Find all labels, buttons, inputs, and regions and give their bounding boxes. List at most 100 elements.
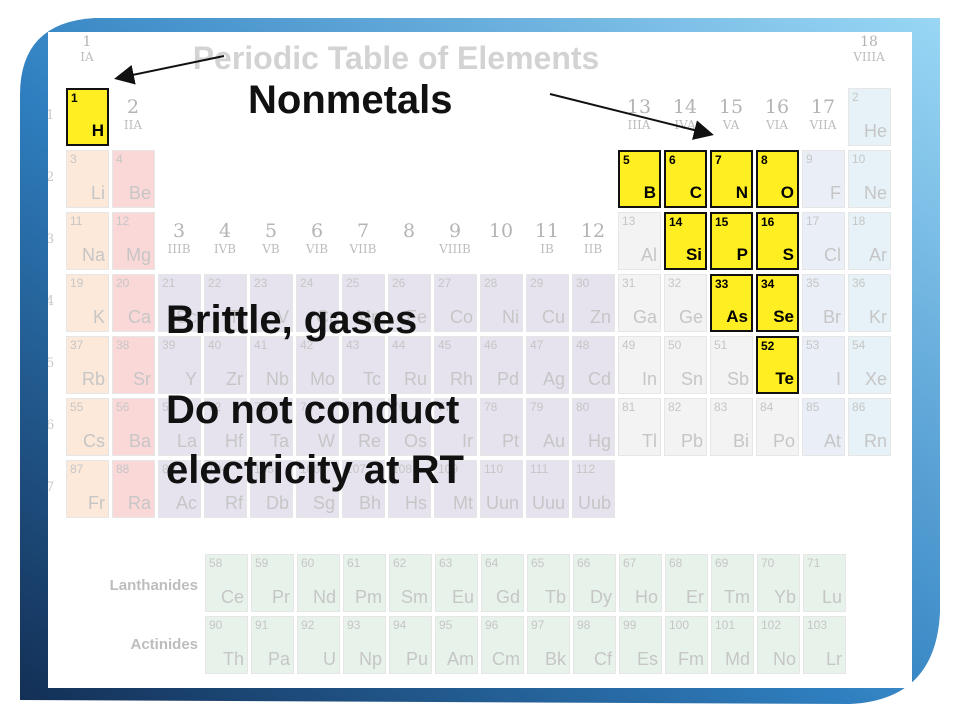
period-number-4: 4: [48, 294, 55, 309]
element-symbol: Es: [636, 649, 658, 669]
atomic-number: 71: [807, 556, 821, 570]
element-symbol: Np: [358, 649, 382, 669]
atomic-number: 91: [255, 618, 269, 632]
atomic-number: 48: [576, 338, 590, 352]
atomic-number: 35: [806, 276, 820, 290]
element-symbol: Ca: [127, 307, 151, 327]
atomic-number: 57: [162, 400, 176, 414]
element-symbol: Yb: [773, 587, 796, 607]
atomic-number: 46: [484, 338, 498, 352]
lanthanides-label: Lanthanides: [109, 577, 198, 594]
atomic-number: 81: [622, 400, 636, 414]
element-symbol: Er: [686, 587, 704, 607]
element-symbol: Sb: [726, 369, 749, 389]
element-symbol: At: [823, 431, 841, 451]
element-symbol: Cd: [587, 369, 611, 389]
element-symbol: Bi: [732, 431, 749, 451]
group-number: 16: [764, 96, 790, 118]
element-symbol: In: [641, 369, 657, 389]
group-number: 10: [488, 220, 514, 242]
element-symbol: Ge: [678, 307, 703, 327]
element-symbol: Y: [184, 369, 197, 389]
atomic-number: 49: [622, 338, 636, 352]
atomic-number: 33: [715, 277, 729, 291]
atomic-number: 94: [393, 618, 407, 632]
element-symbol: Ar: [869, 245, 887, 265]
atomic-number: 106: [300, 462, 321, 476]
atomic-number: 61: [347, 556, 361, 570]
atomic-number: 27: [438, 276, 452, 290]
atomic-number: 96: [485, 618, 499, 632]
atomic-number: 92: [301, 618, 315, 632]
element-symbol: Kr: [869, 307, 887, 327]
element-symbol: Cm: [492, 649, 520, 669]
element-symbol: Ir: [462, 431, 473, 451]
element-symbol: Mt: [453, 493, 473, 513]
element-symbol: P: [736, 245, 748, 264]
element-symbol: Si: [685, 245, 702, 264]
atomic-number: 4: [116, 152, 123, 166]
element-symbol: Al: [640, 245, 657, 265]
atomic-number: 19: [70, 276, 84, 290]
element-symbol: V: [276, 307, 289, 327]
element-symbol: Hg: [587, 431, 611, 451]
atomic-number: 17: [806, 214, 820, 228]
atomic-number: 50: [668, 338, 682, 352]
group-roman: VIA: [765, 118, 789, 132]
atomic-number: 44: [392, 338, 406, 352]
atomic-number: 8: [761, 153, 768, 167]
period-number-6: 6: [48, 418, 55, 433]
element-symbol: S: [782, 245, 794, 264]
group-roman: VIIA: [809, 118, 837, 132]
atomic-number: 1: [71, 91, 78, 105]
atomic-number: 77: [438, 400, 452, 414]
element-symbol: Ru: [403, 369, 427, 389]
element-symbol: Sc: [175, 307, 197, 327]
atomic-number: 75: [346, 400, 360, 414]
element-symbol: Hs: [405, 493, 427, 513]
element-symbol: O: [780, 183, 794, 202]
atomic-number: 20: [116, 276, 130, 290]
group-roman: VA: [722, 118, 740, 132]
element-symbol: Ag: [542, 369, 565, 389]
element-symbol: Mg: [125, 245, 151, 265]
atomic-number: 104: [208, 462, 229, 476]
atomic-number: 36: [852, 276, 866, 290]
element-symbol: B: [643, 183, 656, 202]
element-symbol: Cl: [824, 245, 841, 265]
element-symbol: Cr: [316, 307, 335, 327]
group-number: 11: [534, 220, 560, 242]
element-symbol: Co: [449, 307, 473, 327]
element-symbol: Cf: [594, 649, 612, 669]
atomic-number: 89: [162, 462, 176, 476]
group-number: 1: [82, 34, 92, 50]
